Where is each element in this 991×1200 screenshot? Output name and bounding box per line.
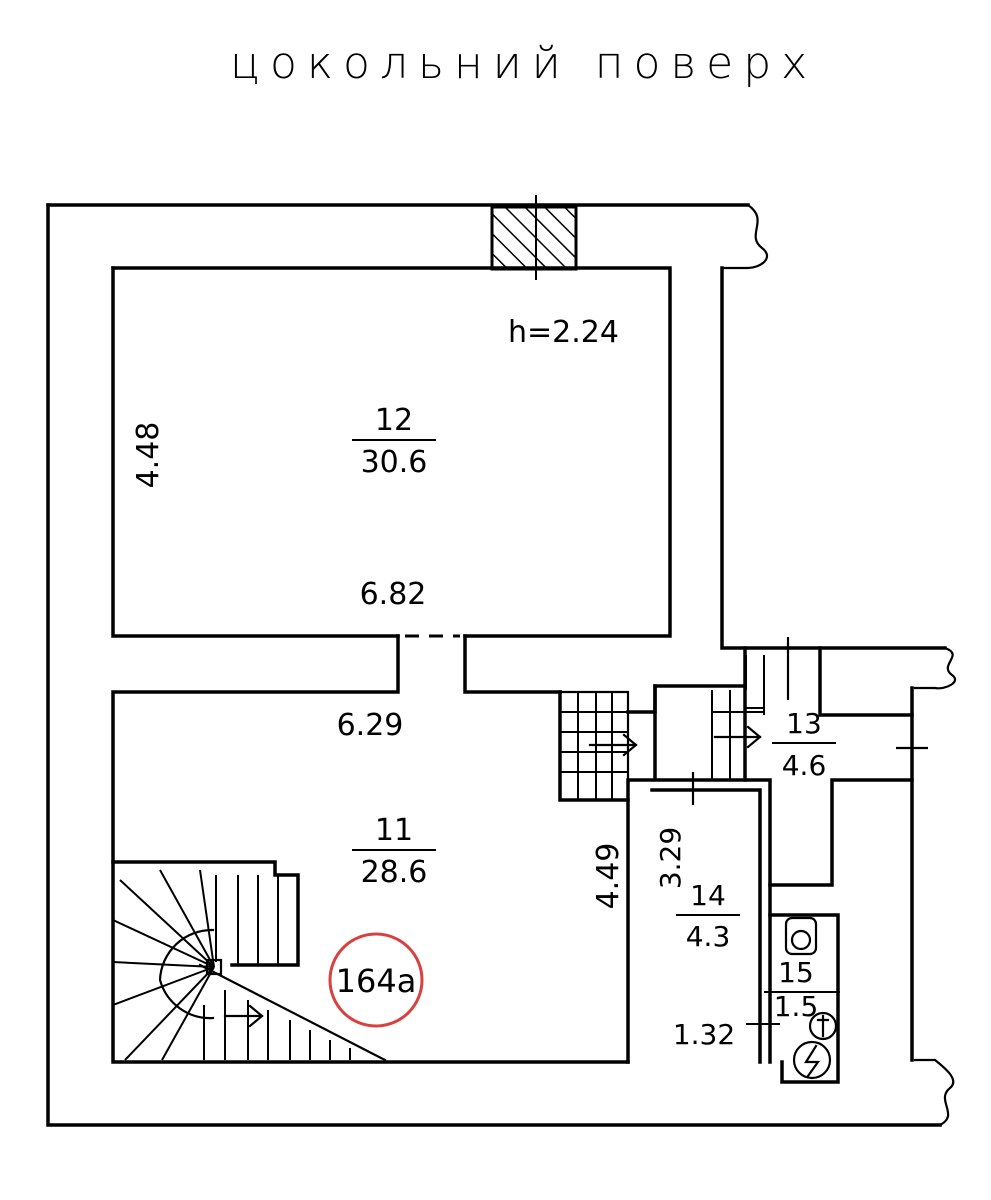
room-number: 12 (375, 403, 413, 438)
room-14-label: 14 4.3 (676, 879, 740, 953)
water-heater-icon (808, 1011, 838, 1041)
boiler-icon (792, 1040, 832, 1080)
room-12-outline (111, 266, 672, 638)
room14-height-dimension: 3.29 (654, 827, 687, 889)
room-number: 15 (778, 956, 814, 989)
outer-walls (46, 203, 957, 1127)
room-11-label: 11 28.6 (352, 813, 436, 890)
room12-height-dimension: 4.48 (131, 422, 166, 489)
small-stair-2 (691, 637, 928, 805)
stamp-label: 164а (336, 962, 417, 1000)
room-13-label: 13 4.6 (772, 707, 836, 782)
ceiling-height-label: h=2.24 (508, 315, 619, 350)
room-15-label: 15 1.5 (774, 956, 819, 1023)
room-area: 4.6 (782, 749, 827, 782)
room-number: 14 (690, 879, 726, 912)
room-area: 1.5 (774, 990, 819, 1023)
room-area: 4.3 (686, 920, 731, 953)
room15-width-dimension: 1.32 (673, 1018, 735, 1051)
room-area: 28.6 (361, 855, 428, 890)
room-12-label: 12 30.6 (352, 403, 436, 480)
small-stair-1 (558, 690, 638, 802)
spiral-stair (111, 860, 387, 1062)
room11-height-dimension: 4.49 (591, 843, 626, 910)
room-number: 13 (786, 707, 822, 740)
building-number-stamp: 164а (328, 932, 424, 1028)
room-15-outline (746, 913, 840, 1084)
room-area: 30.6 (361, 445, 428, 480)
room11-width-dimension: 6.29 (337, 708, 404, 743)
room-number: 11 (375, 813, 413, 848)
plan-title: цокольний поверх (230, 38, 817, 89)
room12-width-dimension: 6.82 (360, 577, 427, 612)
